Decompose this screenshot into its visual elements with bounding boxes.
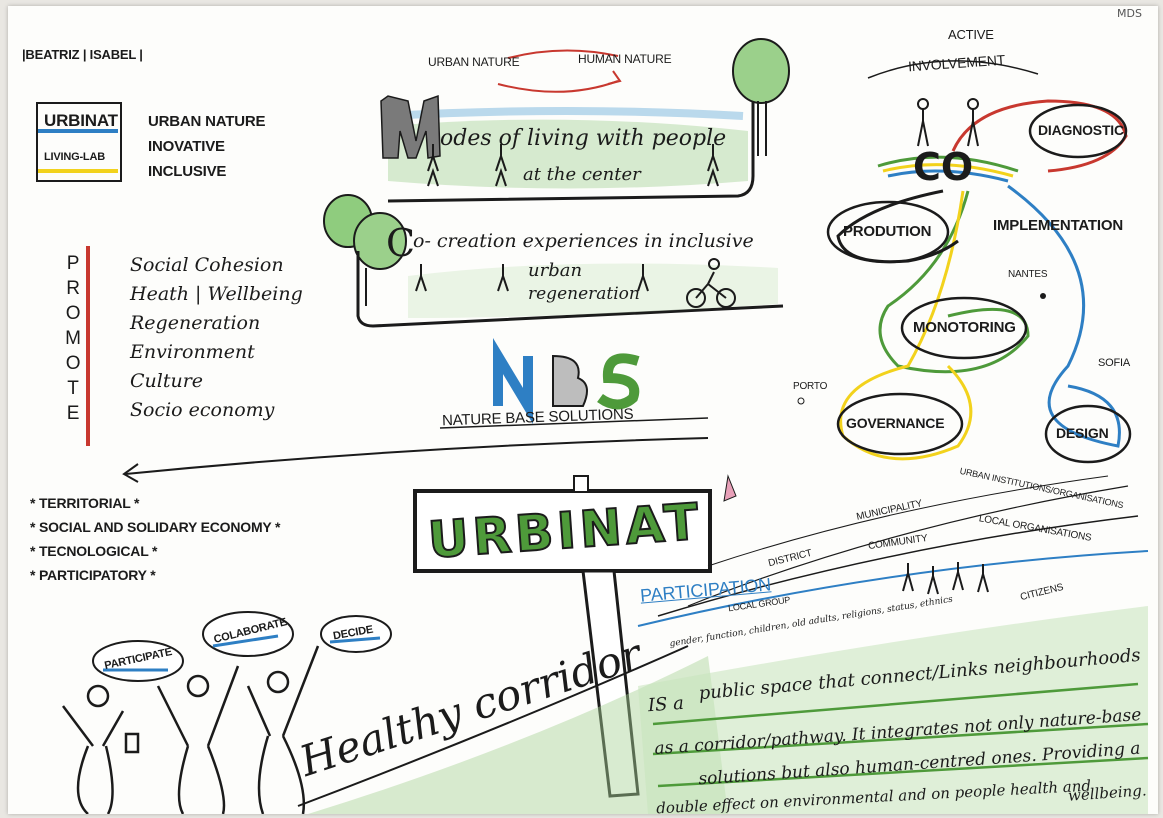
promote-item: Heath | Wellbeing	[130, 283, 303, 305]
cocreation-line-3: regeneration	[528, 284, 640, 304]
author-names: |BEATRIZ | ISABEL |	[22, 47, 143, 62]
bullet-item: * TECNOLOGICAL *	[30, 543, 158, 559]
promote-item: Socio economy	[130, 399, 275, 421]
node-governance: GOVERNANCE	[846, 415, 945, 431]
promote-letter: O	[65, 303, 81, 324]
bullet-item: * TERRITORIAL *	[30, 495, 140, 511]
cycle-right-label: HUMAN NATURE	[578, 52, 672, 66]
modes-line-2: at the center	[523, 164, 641, 185]
cocreation-line-2: urban	[528, 260, 583, 281]
urbinat-logo-box: URBINAT LIVING-LAB	[36, 102, 122, 182]
bullet-text: TECNOLOGICAL	[38, 543, 149, 559]
city-nantes: NANTES	[1008, 269, 1048, 280]
urbinat-box-subtitle: LIVING-LAB	[44, 151, 105, 163]
bullet-text: TERRITORIAL	[38, 495, 131, 511]
bullet-text: PARTICIPATORY	[38, 567, 147, 583]
bullet-text: SOCIAL AND SOLIDARY ECONOMY	[38, 519, 272, 535]
co-top-1: ACTIVE	[948, 27, 994, 42]
bullet-item: * PARTICIPATORY *	[30, 567, 156, 583]
urbinat-box-title: URBINAT	[44, 111, 118, 130]
promote-letter: M	[65, 328, 81, 349]
definition-prefix: IS a	[647, 692, 685, 717]
node-diagnostic: DIAGNOSTIC	[1038, 122, 1124, 138]
city-sofia: SOFIA	[1098, 357, 1131, 369]
bullet-item: * SOCIAL AND SOLIDARY ECONOMY *	[30, 519, 281, 535]
co-center: CO	[913, 145, 974, 189]
sketch-drawing	[38, 38, 1149, 814]
promote-item: Social Cohesion	[130, 254, 284, 276]
promote-letter: O	[65, 353, 81, 374]
node-implementation: IMPLEMENTATION	[993, 217, 1123, 234]
cycle-left-label: URBAN NATURE	[428, 55, 520, 69]
node-prodution: PRODUTION	[843, 223, 932, 240]
urbinat-line-3: INCLUSIVE	[148, 163, 227, 180]
promote-list: Social Cohesion Heath | Wellbeing Regene…	[130, 256, 303, 430]
urbinat-line-2: INOVATIVE	[148, 138, 225, 155]
node-design: DESIGN	[1056, 425, 1109, 441]
promote-letter: T	[67, 378, 79, 399]
urbinat-line-1: URBAN NATURE	[148, 113, 266, 130]
promote-letter: R	[66, 278, 80, 299]
sketchnote-sheet: |BEATRIZ | ISABEL | MDS URBINAT LIVING-L…	[8, 6, 1158, 814]
corner-mark: MDS	[1117, 7, 1142, 20]
modes-line-1: odes of living with people	[440, 126, 727, 151]
promote-item: Regeneration	[130, 312, 261, 334]
node-monotoring: MONOTORING	[913, 319, 1016, 336]
promote-vertical-word: P R O M O T E	[63, 254, 83, 429]
bullet-list: * TERRITORIAL * * SOCIAL AND SOLIDARY EC…	[30, 496, 280, 592]
cocreation-initial: C	[386, 221, 416, 265]
city-porto: PORTO	[793, 381, 828, 392]
promote-item: Environment	[130, 341, 255, 363]
promote-letter: E	[66, 403, 80, 424]
promote-letter: P	[66, 253, 80, 274]
promote-item: Culture	[130, 370, 204, 392]
cocreation-line-1: o- creation experiences in inclusive	[413, 230, 754, 252]
